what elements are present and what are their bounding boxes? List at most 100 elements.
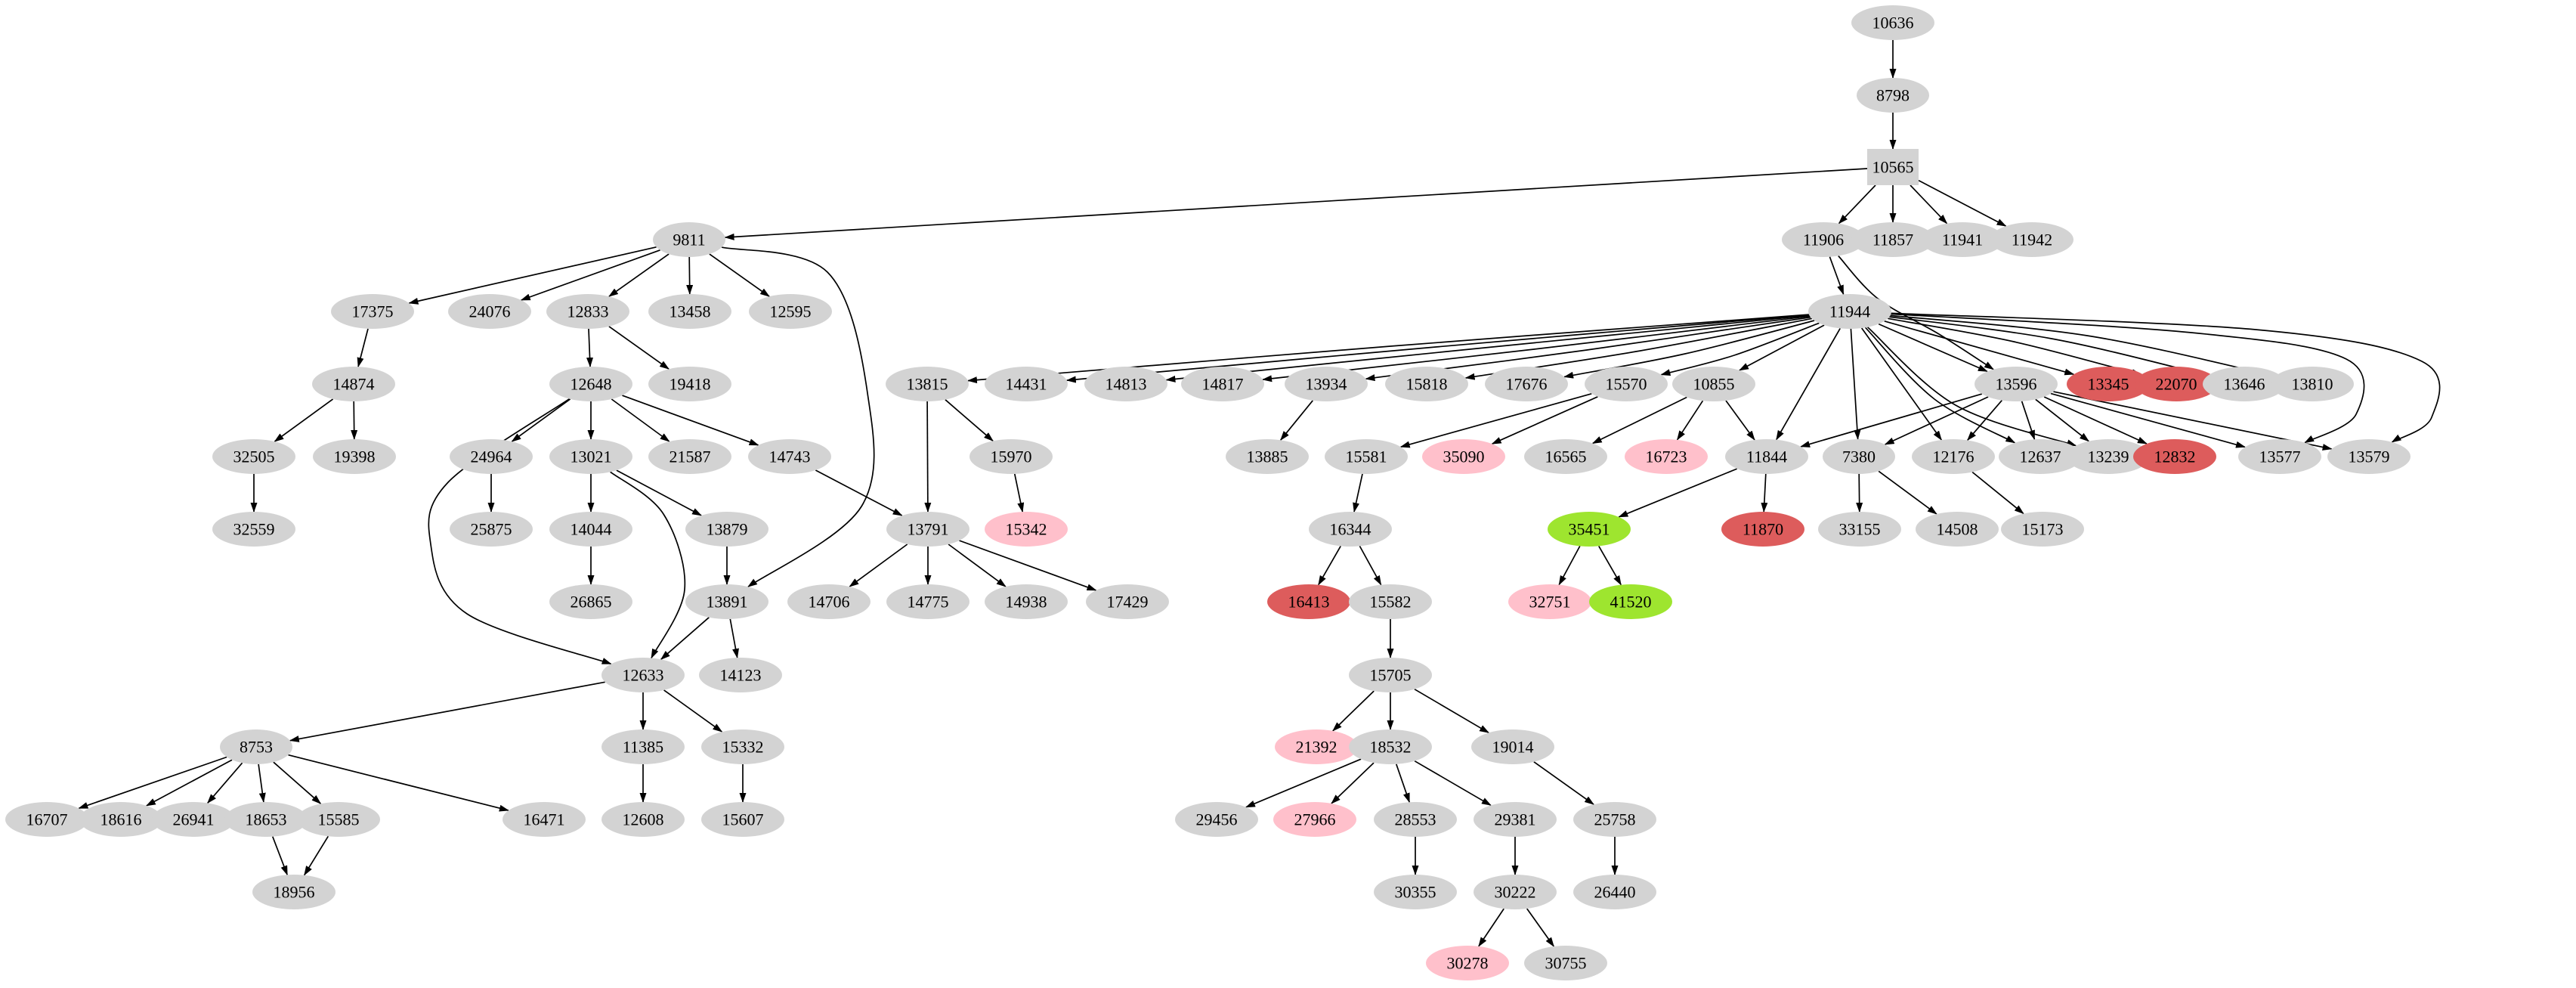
node-label: 15607 — [722, 810, 764, 829]
node-shape-ellipse — [748, 439, 831, 474]
node-13646: 13646 — [2203, 367, 2286, 401]
node-shape-ellipse — [1818, 512, 1901, 547]
node-label: 11844 — [1746, 448, 1787, 466]
node-8798: 8798 — [1857, 78, 1929, 113]
node-shape-ellipse — [252, 875, 336, 909]
node-shape-ellipse — [1975, 367, 2058, 401]
node-11906: 11906 — [1782, 222, 1865, 257]
node-label: 14431 — [1006, 375, 1047, 394]
node-label: 15970 — [991, 448, 1032, 466]
node-30222: 30222 — [1474, 875, 1557, 909]
node-label: 15705 — [1370, 666, 1412, 685]
edge-8753-16471 — [288, 754, 509, 812]
node-label: 13577 — [2259, 448, 2301, 466]
edge-30222-30278 — [1478, 908, 1504, 947]
node-label: 14123 — [720, 666, 762, 685]
edge-11844-35451 — [1618, 468, 1738, 518]
node-35090: 35090 — [1422, 439, 1505, 474]
node-shape-rect — [1867, 149, 1919, 185]
node-label: 13239 — [2088, 448, 2129, 466]
node-shape-ellipse — [2203, 367, 2286, 401]
node-shape-ellipse — [503, 802, 586, 837]
node-11385: 11385 — [601, 729, 685, 764]
node-label: 24076 — [469, 302, 511, 321]
edge-12176-15173 — [1971, 471, 2024, 515]
edge-11944-13579 — [1891, 312, 2441, 443]
node-33155: 33155 — [1818, 512, 1901, 547]
node-32505: 32505 — [212, 439, 295, 474]
edge-35451-41520 — [1598, 545, 1622, 586]
node-shape-ellipse — [1349, 729, 1432, 764]
edge-9811-24076 — [520, 249, 660, 301]
node-shape-ellipse — [549, 584, 632, 619]
node-19014: 19014 — [1471, 729, 1554, 764]
edge-30222-30755 — [1526, 908, 1554, 947]
node-30278: 30278 — [1426, 946, 1509, 980]
node-shape-ellipse — [1508, 584, 1591, 619]
node-shape-ellipse — [549, 512, 632, 547]
node-8753: 8753 — [220, 729, 292, 764]
node-24076: 24076 — [448, 294, 531, 329]
edge-13596-12176 — [1967, 400, 2002, 441]
node-16471: 16471 — [503, 802, 586, 837]
edge-13596-12637 — [2021, 401, 2036, 441]
node-shape-ellipse — [220, 729, 292, 764]
edge-15570-15581 — [1399, 392, 1592, 448]
node-label: 18616 — [101, 810, 142, 829]
node-shape-ellipse — [1548, 512, 1631, 547]
node-label: 24964 — [471, 448, 512, 466]
node-shape-ellipse — [1585, 367, 1668, 401]
node-17676: 17676 — [1485, 367, 1568, 401]
edge-9811-12833 — [608, 253, 670, 297]
node-16413: 16413 — [1267, 584, 1350, 619]
node-shape-ellipse — [1990, 222, 2073, 257]
node-label: 14817 — [1202, 375, 1244, 394]
node-shape-ellipse — [313, 439, 396, 474]
edge-7380-14508 — [1878, 470, 1937, 515]
node-7380: 7380 — [1823, 439, 1895, 474]
node-shape-ellipse — [450, 439, 533, 474]
node-label: 15585 — [318, 810, 360, 829]
edge-11844-11870 — [1761, 473, 1768, 513]
edge-12833-12648 — [586, 328, 594, 367]
node-shape-ellipse — [1086, 584, 1169, 619]
node-14938: 14938 — [985, 584, 1068, 619]
node-shape-ellipse — [2067, 439, 2150, 474]
node-shape-ellipse — [685, 584, 768, 619]
node-label: 10636 — [1872, 14, 1914, 33]
node-label: 13579 — [2349, 448, 2390, 466]
node-11844: 11844 — [1725, 439, 1808, 474]
node-label: 16471 — [524, 810, 565, 829]
node-30355: 30355 — [1374, 875, 1457, 909]
edge-11944-14431 — [1065, 314, 1810, 383]
node-shape-ellipse — [2271, 367, 2354, 401]
node-shape-ellipse — [886, 512, 969, 547]
node-label: 15581 — [1346, 448, 1387, 466]
node-19418: 19418 — [648, 367, 731, 401]
node-label: 12637 — [2020, 448, 2061, 466]
node-shape-ellipse — [1275, 729, 1358, 764]
node-12633: 12633 — [601, 658, 685, 692]
node-shape-ellipse — [1823, 439, 1895, 474]
edge-13791-17429 — [959, 540, 1097, 591]
node-shape-ellipse — [549, 439, 632, 474]
node-label: 14874 — [333, 375, 375, 394]
node-shape-ellipse — [886, 367, 969, 401]
edge-9811-13891 — [721, 246, 875, 587]
node-shape-ellipse — [985, 584, 1068, 619]
node-15585: 15585 — [297, 802, 380, 837]
node-shape-ellipse — [450, 512, 533, 547]
node-label: 21392 — [1296, 738, 1337, 757]
node-label: 13458 — [670, 302, 711, 321]
node-14044: 14044 — [549, 512, 632, 547]
node-label: 14508 — [1937, 520, 1978, 539]
node-shape-ellipse — [787, 584, 871, 619]
node-12176: 12176 — [1912, 439, 1995, 474]
edge-10565-9811 — [724, 168, 1868, 240]
node-12595: 12595 — [749, 294, 832, 329]
node-shape-ellipse — [546, 294, 629, 329]
edge-13021-12633 — [610, 471, 686, 659]
edge-12833-19418 — [608, 326, 670, 370]
node-label: 16565 — [1545, 448, 1587, 466]
